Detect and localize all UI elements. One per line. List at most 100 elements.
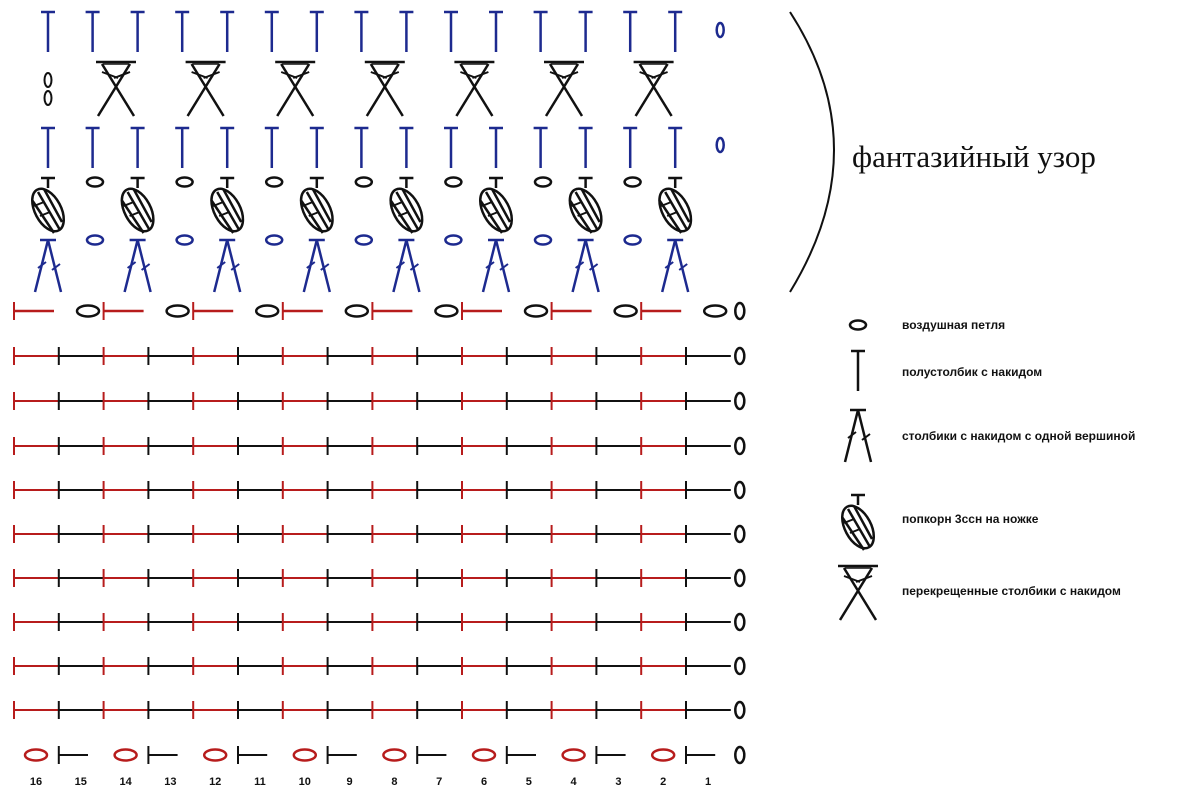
half-double-crochet-icon <box>533 10 548 52</box>
cross-stem-b <box>638 63 673 117</box>
half-double-crochet-icon <box>85 10 100 52</box>
cl-stem-b <box>673 239 690 293</box>
chain-loop-icon <box>85 234 105 246</box>
popcorn-icon <box>299 176 334 234</box>
cross-stem-a <box>455 63 490 117</box>
cross-stem-b <box>369 63 404 117</box>
column-number: 7 <box>436 776 442 788</box>
column-number: 9 <box>347 776 353 788</box>
pop-bar-a <box>481 201 493 207</box>
legend-label: перекрещенные столбики с накидом <box>902 584 1121 598</box>
pop-bar-a <box>302 201 314 207</box>
column-number: 3 <box>615 776 621 788</box>
pop-bar-a <box>123 201 134 207</box>
column-number: 15 <box>75 776 87 788</box>
half-double-crochet-icon <box>489 10 503 52</box>
chain-loop-icon <box>264 234 284 246</box>
half-double-crochet-icon <box>41 126 55 168</box>
chain-loop-icon <box>623 176 642 188</box>
cross-stem-a <box>365 63 400 117</box>
pop-stem-b <box>670 188 691 223</box>
cl-bar-b <box>861 433 871 441</box>
chain-loop-icon <box>175 234 194 246</box>
row-sc-8 <box>13 391 746 411</box>
chain-loop-icon <box>354 234 374 246</box>
chain-loop-icon <box>623 234 642 246</box>
chain-loop-icon <box>613 304 638 318</box>
end-loop <box>734 436 746 456</box>
chain-loop-icon <box>533 234 553 246</box>
half-double-crochet-icon <box>264 10 279 52</box>
chain-loop-icon <box>382 748 407 762</box>
row-sc-5 <box>13 524 746 544</box>
end-loop <box>734 346 746 366</box>
cross-bar-b <box>203 71 220 79</box>
chain-loop-icon <box>292 748 318 762</box>
crossed-dc-icon <box>633 60 674 117</box>
cross-stem-a <box>96 63 132 117</box>
chain-loop-icon <box>113 748 138 762</box>
column-number: 6 <box>481 776 487 788</box>
row-clusters <box>33 234 690 293</box>
half-double-crochet-icon <box>399 10 414 52</box>
pop-bar-a <box>571 201 582 207</box>
row-popcorns <box>30 176 693 234</box>
half-double-crochet-icon <box>623 10 638 52</box>
chain-loop-icon <box>165 304 190 318</box>
legend-label: воздушная петля <box>902 318 1005 332</box>
popcorn-icon <box>840 493 876 551</box>
half-double-crochet-icon <box>309 10 324 52</box>
half-double-crochet-icon <box>668 10 683 52</box>
cross-bar-b <box>292 71 310 79</box>
pop-bar-a <box>843 518 855 524</box>
pattern-brace <box>789 11 835 293</box>
row-sc-1 <box>13 700 746 720</box>
cl-bar-a <box>485 261 495 269</box>
pop-bar-a <box>660 201 672 207</box>
cross-bar-b <box>113 71 131 79</box>
end-loop <box>734 745 746 765</box>
cross-stem-b <box>100 63 136 117</box>
column-number: 8 <box>391 776 397 788</box>
dc-cluster-icon <box>212 238 242 293</box>
pop-stem-b <box>311 188 332 223</box>
pop-bar-a <box>392 201 403 207</box>
end-loop <box>734 480 746 500</box>
popcorn-icon <box>30 176 66 234</box>
crossed-dc-icon <box>364 60 405 117</box>
column-number: 1 <box>705 776 711 788</box>
pop-stem-b <box>490 188 512 223</box>
pop-stem-a <box>846 508 872 548</box>
cl-stem-b <box>315 239 332 293</box>
popcorn-icon <box>120 176 155 234</box>
cl-bar-b <box>51 263 61 271</box>
pop-stem-a <box>36 191 62 231</box>
crossed-dc-icon <box>96 60 136 117</box>
cl-bar-b <box>320 263 330 271</box>
cross-bar-b <box>382 71 400 79</box>
half-double-crochet-icon <box>533 126 548 168</box>
crossed-dc-icon <box>185 60 226 117</box>
half-double-crochet-icon <box>175 10 190 52</box>
chain-loop-icon <box>650 748 676 762</box>
chain-loop-icon <box>702 304 728 318</box>
crossed-dc-icon <box>838 564 878 621</box>
cross-stem-b <box>280 63 315 117</box>
cross-bar-b <box>855 575 873 583</box>
half-double-crochet-icon <box>85 126 100 168</box>
cross-stem-a <box>634 63 669 117</box>
popcorn-icon <box>210 176 245 234</box>
cl-bar-a <box>306 261 316 269</box>
half-double-crochet-icon <box>399 126 414 168</box>
pop-bar-b <box>577 211 588 217</box>
cross-stem-a <box>186 63 221 117</box>
cl-bar-b <box>588 263 599 271</box>
chain-loop-icon <box>533 176 553 188</box>
pop-stem-a <box>305 191 330 231</box>
row-hdc-2 <box>41 126 725 168</box>
cross-stem-b <box>190 63 225 117</box>
half-double-crochet-icon <box>354 126 369 168</box>
row-sc-7 <box>13 436 746 456</box>
